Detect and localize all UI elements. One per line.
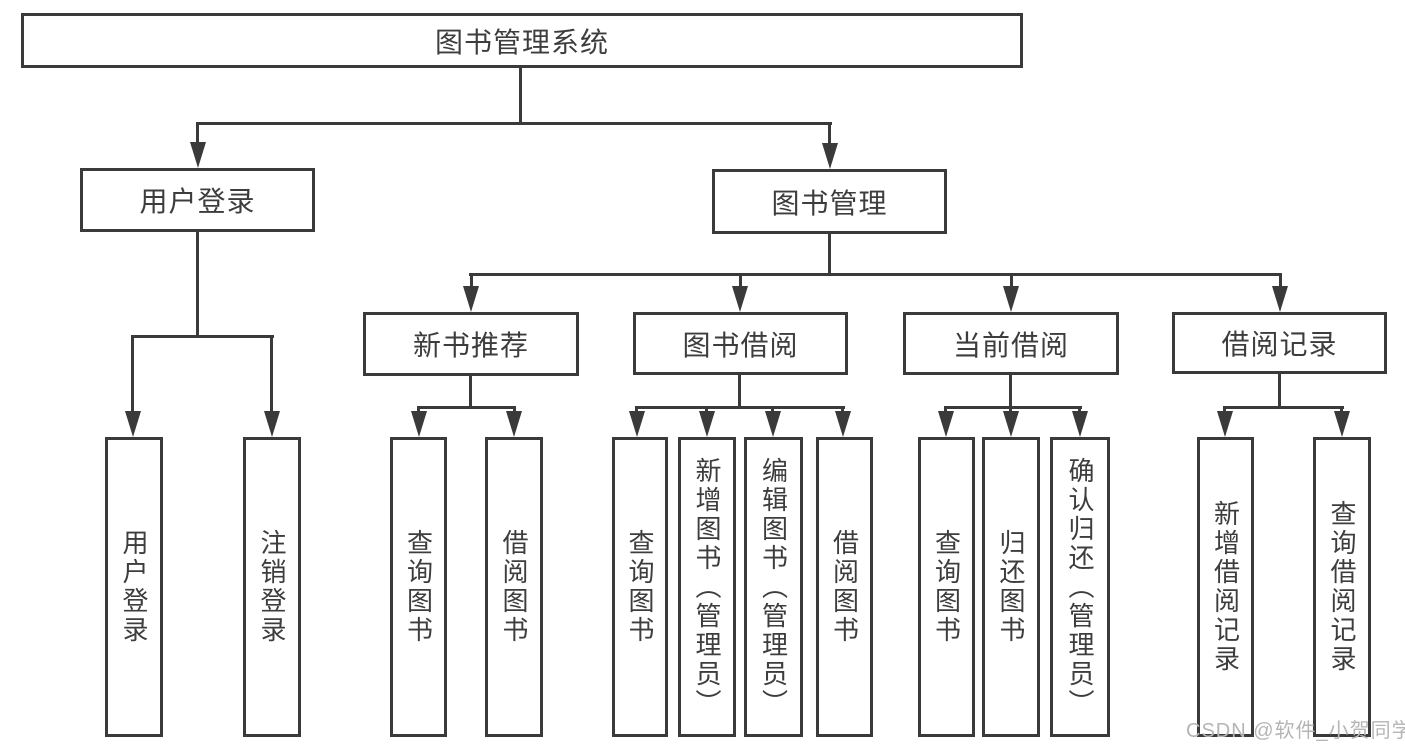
leaf-logout-label: 注销登录 [257, 529, 287, 645]
connector-leaf-logout-stem [270, 335, 273, 413]
stem [417, 406, 420, 414]
leaf-query-borrow-record-label: 查询借阅记录 [1327, 500, 1357, 674]
arrow-to-borrow-record [1272, 286, 1288, 312]
node-new-book-rec-label: 新书推荐 [412, 330, 529, 361]
connector-newbookrec-hbar [417, 406, 516, 409]
node-book-mgmt-label: 图书管理 [771, 187, 888, 219]
node-book-borrow-label: 图书借阅 [682, 329, 799, 361]
leaf-logout: 注销登录 [243, 437, 301, 737]
arrow-to-leaf-query-book-current [938, 411, 954, 437]
leaf-query-book-current: 查询图书 [918, 437, 975, 737]
arrow-to-leaf-return-book [1003, 411, 1019, 437]
connector-userlogin-down [196, 232, 199, 338]
connector-newbookrec-stem [470, 273, 473, 288]
leaf-return-book: 归还图书 [982, 437, 1040, 737]
connector-root-hbar [197, 122, 832, 125]
node-borrow-record: 借阅记录 [1172, 312, 1387, 374]
leaf-edit-book-admin-label: 编辑图书（管理员） [758, 456, 789, 718]
node-current-borrow: 当前借阅 [903, 312, 1119, 375]
stem [771, 406, 774, 414]
leaf-user-login: 用户登录 [105, 437, 163, 737]
leaf-borrow-book-newrec: 借阅图书 [485, 437, 543, 737]
leaf-add-borrow-record-label: 新增借阅记录 [1210, 500, 1241, 674]
connector-currentborrow-hbar [944, 406, 1082, 409]
stem [841, 406, 844, 414]
node-user-login: 用户登录 [80, 168, 315, 232]
arrow-to-leaf-logout [264, 411, 280, 437]
connector-userlogin-hbar [131, 335, 274, 338]
leaf-borrow-book-borrow-label: 借阅图书 [829, 529, 860, 645]
arrow-to-leaf-edit-book [765, 411, 781, 437]
connector-bookborrow-down [738, 375, 741, 408]
connector-bookmgmt-down [828, 234, 831, 276]
connector-bookmgmt-hbar [469, 273, 1282, 276]
stem [1340, 406, 1343, 414]
connector-borrowrecord-hbar [1223, 406, 1344, 409]
stem [1009, 406, 1012, 414]
stem [705, 406, 708, 414]
leaf-query-book-newrec: 查询图书 [390, 437, 447, 737]
node-borrow-record-label: 借阅记录 [1221, 329, 1338, 360]
watermark: CSDN @软件_小贺同学 [1186, 720, 1405, 742]
leaf-confirm-return-admin-label: 确认归还（管理员） [1065, 456, 1095, 718]
leaf-add-book-admin: 新增图书（管理员） [678, 437, 736, 737]
leaf-add-borrow-record: 新增借阅记录 [1197, 437, 1254, 737]
stem [1078, 406, 1081, 414]
connector-borrowrecord-stem [1279, 273, 1282, 288]
node-book-mgmt: 图书管理 [712, 169, 947, 234]
node-book-borrow: 图书借阅 [633, 312, 848, 375]
connector-root-stem [519, 68, 522, 124]
node-current-borrow-label: 当前借阅 [952, 329, 1069, 361]
stem [944, 406, 947, 414]
leaf-query-book-borrow: 查询图书 [612, 437, 668, 737]
leaf-query-book-current-label: 查询图书 [931, 529, 962, 645]
leaf-query-book-borrow-label: 查询图书 [625, 529, 655, 645]
arrow-to-leaf-confirm-return [1072, 411, 1088, 437]
connector-bookmgmt-stem [828, 122, 831, 144]
connector-borrowrecord-down [1278, 374, 1281, 408]
arrow-to-user-login [190, 142, 206, 168]
leaf-query-book-newrec-label: 查询图书 [403, 529, 434, 645]
arrow-to-leaf-query-record [1334, 411, 1350, 437]
connector-newbookrec-down [469, 376, 472, 408]
leaf-borrow-book-newrec-label: 借阅图书 [499, 529, 529, 645]
connector-bookborrow-hbar [635, 406, 845, 409]
connector-userlogin-stem [196, 122, 199, 144]
stem [513, 406, 516, 414]
arrow-to-leaf-query-book-borrow [629, 411, 645, 437]
leaf-user-login-label: 用户登录 [119, 529, 149, 645]
arrow-to-book-mgmt [822, 143, 838, 169]
connector-bookborrow-stem [739, 273, 742, 288]
node-user-login-label: 用户登录 [139, 186, 256, 217]
connector-currentborrow-stem [1010, 273, 1013, 288]
leaf-return-book-label: 归还图书 [996, 529, 1026, 645]
leaf-borrow-book-borrow: 借阅图书 [816, 437, 873, 737]
leaf-add-book-admin-label: 新增图书（管理员） [692, 456, 722, 718]
arrow-to-leaf-query-book-newrec [411, 411, 427, 437]
leaf-confirm-return-admin: 确认归还（管理员） [1050, 437, 1110, 737]
arrow-to-leaf-borrow-book-newrec [506, 411, 522, 437]
leaf-query-borrow-record: 查询借阅记录 [1313, 437, 1371, 737]
arrow-to-leaf-add-book [699, 411, 715, 437]
node-new-book-rec: 新书推荐 [363, 312, 579, 376]
arrow-to-current-borrow [1003, 286, 1019, 312]
arrow-to-book-borrow [732, 286, 748, 312]
connector-leaf-userlogin-stem [131, 335, 134, 413]
node-root: 图书管理系统 [21, 13, 1023, 68]
arrow-to-leaf-borrow-book-borrow [835, 411, 851, 437]
arrow-to-leaf-add-record [1217, 411, 1233, 437]
leaf-edit-book-admin: 编辑图书（管理员） [744, 437, 803, 737]
stem [635, 406, 638, 414]
arrow-to-new-book-rec [463, 286, 479, 312]
node-root-label: 图书管理系统 [434, 26, 609, 58]
stem [1223, 406, 1226, 414]
connector-currentborrow-down [1009, 375, 1012, 408]
arrow-to-leaf-user-login [125, 411, 141, 437]
